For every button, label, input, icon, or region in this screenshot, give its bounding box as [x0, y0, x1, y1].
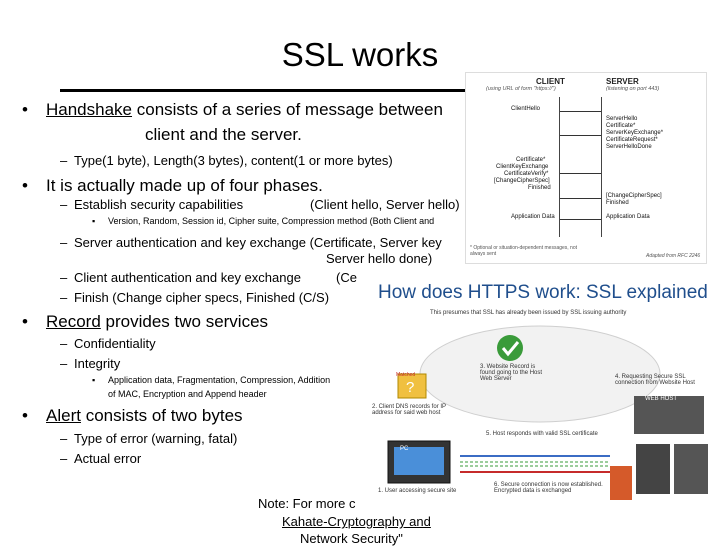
check-mark — [501, 341, 520, 357]
msg-server-ccs: [ChangeCipherSpec] — [606, 193, 662, 199]
slide-title: SSL works — [281, 36, 439, 73]
handshake-desc-cont: client and the server. — [145, 125, 302, 144]
msg-server-hello-done: ServerHelloDone — [606, 144, 652, 150]
server-auth-cont: Server hello done) — [326, 251, 433, 266]
handshake-desc: consists of a series of message between — [132, 100, 443, 119]
alert-term: Alert — [46, 406, 81, 425]
check-icon — [497, 335, 523, 361]
bullet-dot: • — [22, 100, 28, 119]
msg-server-cert: Certificate* — [606, 123, 636, 129]
msg-client-finished: Finished — [528, 185, 551, 191]
record-term: Record — [46, 312, 101, 331]
msg-cert-verify: CertificateVerify* — [504, 171, 549, 177]
msg-client-app-data: Application Data — [511, 214, 555, 220]
https-diagram: How does HTTPS work: SSL explained This … — [360, 276, 720, 510]
https-illustration: ? — [387, 325, 708, 500]
server-lifeline — [601, 97, 602, 237]
client-lifeline — [559, 97, 560, 237]
web-host-label: WEB HOST — [645, 396, 678, 402]
pc-label: PC — [400, 446, 409, 452]
subbullet-finish: –Finish (Change cipher specs, Finished (… — [60, 290, 330, 305]
note-line-2: Kahate-Cryptography and — [282, 514, 431, 529]
bullet-handshake: • — [22, 100, 36, 120]
msg-client-key-exchange: ClientKeyExchange — [496, 164, 549, 170]
client-header: CLIENT — [536, 77, 565, 86]
server-icon-1 — [636, 444, 670, 494]
integrity-detail: ▪Application data, Fragmentation, Compre… — [92, 375, 331, 385]
msg-client-hello: ClientHello — [511, 106, 541, 112]
handshake-diagram: CLIENT (using URL of form "https://") SE… — [465, 72, 707, 264]
msg-client-cert: Certificate* — [516, 157, 546, 163]
note-line-3: Network Security" — [300, 531, 403, 546]
diagram-footnote: * Optional or situation-dependent messag… — [470, 245, 578, 257]
title-underline — [60, 89, 650, 92]
https-caption: This presumes that SSL has already been … — [430, 310, 627, 316]
bullet-phases: • — [22, 176, 28, 195]
msg-server-hello: ServerHello — [606, 116, 638, 122]
handshake-term: Handshake — [46, 100, 133, 119]
note-line-1: Note: For more c — [258, 496, 356, 511]
subbullet-client-auth: –Client authentication and key exchange — [60, 270, 301, 285]
step-6: 6. Secure connection is now established.… — [494, 482, 603, 494]
bullet-phases-text: It is actually made up of four phases. — [46, 176, 323, 195]
firewall-icon — [610, 466, 632, 500]
client-auth-messages: (Ce — [336, 270, 357, 285]
pc-screen — [394, 447, 444, 475]
server-subheader: (listening on port 443) — [606, 86, 660, 92]
subbullet-actual-error: –Actual error — [60, 451, 142, 466]
arrow-4 — [560, 198, 601, 199]
subbullet-establish: –Establish security capabilities — [60, 197, 244, 212]
subbullet-server-auth: –Server authentication and key exchange … — [60, 235, 442, 250]
integrity-detail-cont: of MAC, Encryption and Append header — [108, 389, 267, 399]
matched-label: Matched — [396, 372, 416, 378]
step-1: 1. User accessing secure site — [378, 488, 457, 494]
step-4: 4. Requesting Secure SSL connection from… — [615, 374, 695, 386]
client-subheader: (using URL of form "https://") — [486, 86, 556, 92]
bullet-alert: • — [22, 406, 28, 425]
msg-server-app-data: Application Data — [606, 214, 650, 220]
server-icon-3 — [634, 396, 704, 434]
establish-messages: (Client hello, Server hello) — [310, 197, 460, 212]
https-heading: How does HTTPS work: SSL explained — [378, 282, 708, 303]
arrow-5 — [560, 219, 601, 220]
subbullet-type-length: –Type(1 byte), Length(3 bytes), content(… — [60, 153, 393, 168]
msg-client-ccs: [ChangeCipherSpec] — [494, 178, 550, 184]
msg-server-key-exchange: ServerKeyExchange* — [606, 130, 664, 136]
subbullet-type-error: –Type of error (warning, fatal) — [60, 431, 238, 446]
question-mark: ? — [406, 379, 414, 396]
bullet-handshake-text: Handshake consists of a series of messag… — [46, 100, 443, 120]
server-header: SERVER — [606, 77, 639, 86]
arrow-2 — [560, 135, 601, 136]
diagram-credit: Adapted from RFC 2246 — [646, 253, 701, 259]
step-5: 5. Host responds with valid SSL certific… — [486, 431, 598, 437]
subbullet-integrity: –Integrity — [60, 356, 121, 371]
bullet-record-text: Record provides two services — [46, 312, 269, 331]
subbullet-confidentiality: –Confidentiality — [60, 336, 156, 351]
msg-cert-request: CertificateRequest* — [606, 137, 658, 143]
msg-server-finished: Finished — [606, 200, 629, 206]
bullet-record: • — [22, 312, 28, 331]
step-3: 3. Website Record is found going to the … — [480, 364, 543, 382]
arrow-3 — [560, 173, 601, 174]
establish-detail: ▪Version, Random, Session id, Cipher sui… — [92, 216, 435, 226]
question-icon — [397, 373, 427, 399]
server-icon-2 — [674, 444, 708, 494]
bullet-alert-text: Alert consists of two bytes — [46, 406, 243, 425]
step-2: 2. Client DNS records for IP address for… — [372, 404, 446, 416]
arrow-1 — [560, 111, 601, 112]
